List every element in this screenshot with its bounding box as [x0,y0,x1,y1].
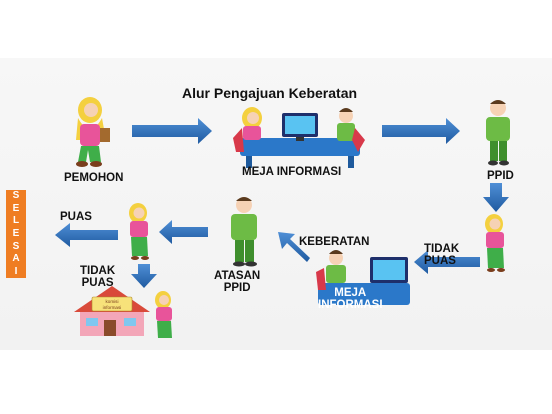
label-tidak-puas-right: TIDAK PUAS [424,243,459,267]
ppid-figure [486,100,510,166]
label-tidak-puas-right-line1: TIDAK [424,243,460,255]
arrow-puas-to-selesai [55,223,118,247]
arrow-meja-to-atasan [278,232,310,262]
label-meja-bottom-line1: MEJA [334,287,367,299]
selesai-letter: I [14,265,18,277]
label-ppid: PPID [487,170,514,182]
pemohon-figure [76,97,110,167]
selesai-letter: E [12,227,20,239]
arrow-ppid-down [483,183,509,212]
label-tidak-puas-right-line2: PUAS [424,255,456,267]
komisi-informasi-house: komisi informasi [74,286,172,338]
arrow-meja-to-ppid [382,118,460,144]
house-sign-line1: komisi [105,299,118,304]
label-meja-informasi-top: MEJA INFORMASI [242,166,342,178]
label-atasan-ppid: ATASAN PPID [214,270,260,294]
selesai-letter: L [12,215,20,227]
label-pemohon: PEMOHON [64,172,124,184]
selesai-letter: E [12,202,20,214]
atasan-ppid-figure [231,197,257,267]
arrow-atasan-to-pemohon [159,220,208,244]
arrow-pemohon-to-meja [132,118,212,144]
house-sign-line2: informasi [103,305,122,310]
diagram-title: Alur Pengajuan Keberatan [182,85,358,101]
meja-informasi-bottom-scene [316,250,410,305]
arrow-tidakpuas-down [131,264,157,288]
puas-woman-figure [129,203,149,260]
label-puas: PUAS [60,211,92,223]
selesai-letter: A [12,253,20,265]
selesai-letter: S [12,190,20,202]
arrow-tidakpuas-to-meja [414,250,480,274]
selesai-letter: S [12,240,20,252]
label-tidak-puas-left: TIDAK PUAS [80,265,115,289]
label-meja-bottom-line2: INFORMASI [318,299,383,311]
label-tidak-puas-left-line1: TIDAK [80,265,116,277]
label-keberatan: KEBERATAN [299,236,370,248]
label-tidak-puas-left-line2: PUAS [81,277,114,289]
label-atasan-line1: ATASAN [214,270,261,282]
selesai-box: S E L E S A I [6,190,26,278]
label-atasan-line2: PPID [223,282,251,294]
tidak-puas-right-figure [485,214,505,272]
label-meja-informasi-bottom: MEJA INFORMASI [318,287,383,311]
meja-informasi-top-scene [233,107,365,168]
